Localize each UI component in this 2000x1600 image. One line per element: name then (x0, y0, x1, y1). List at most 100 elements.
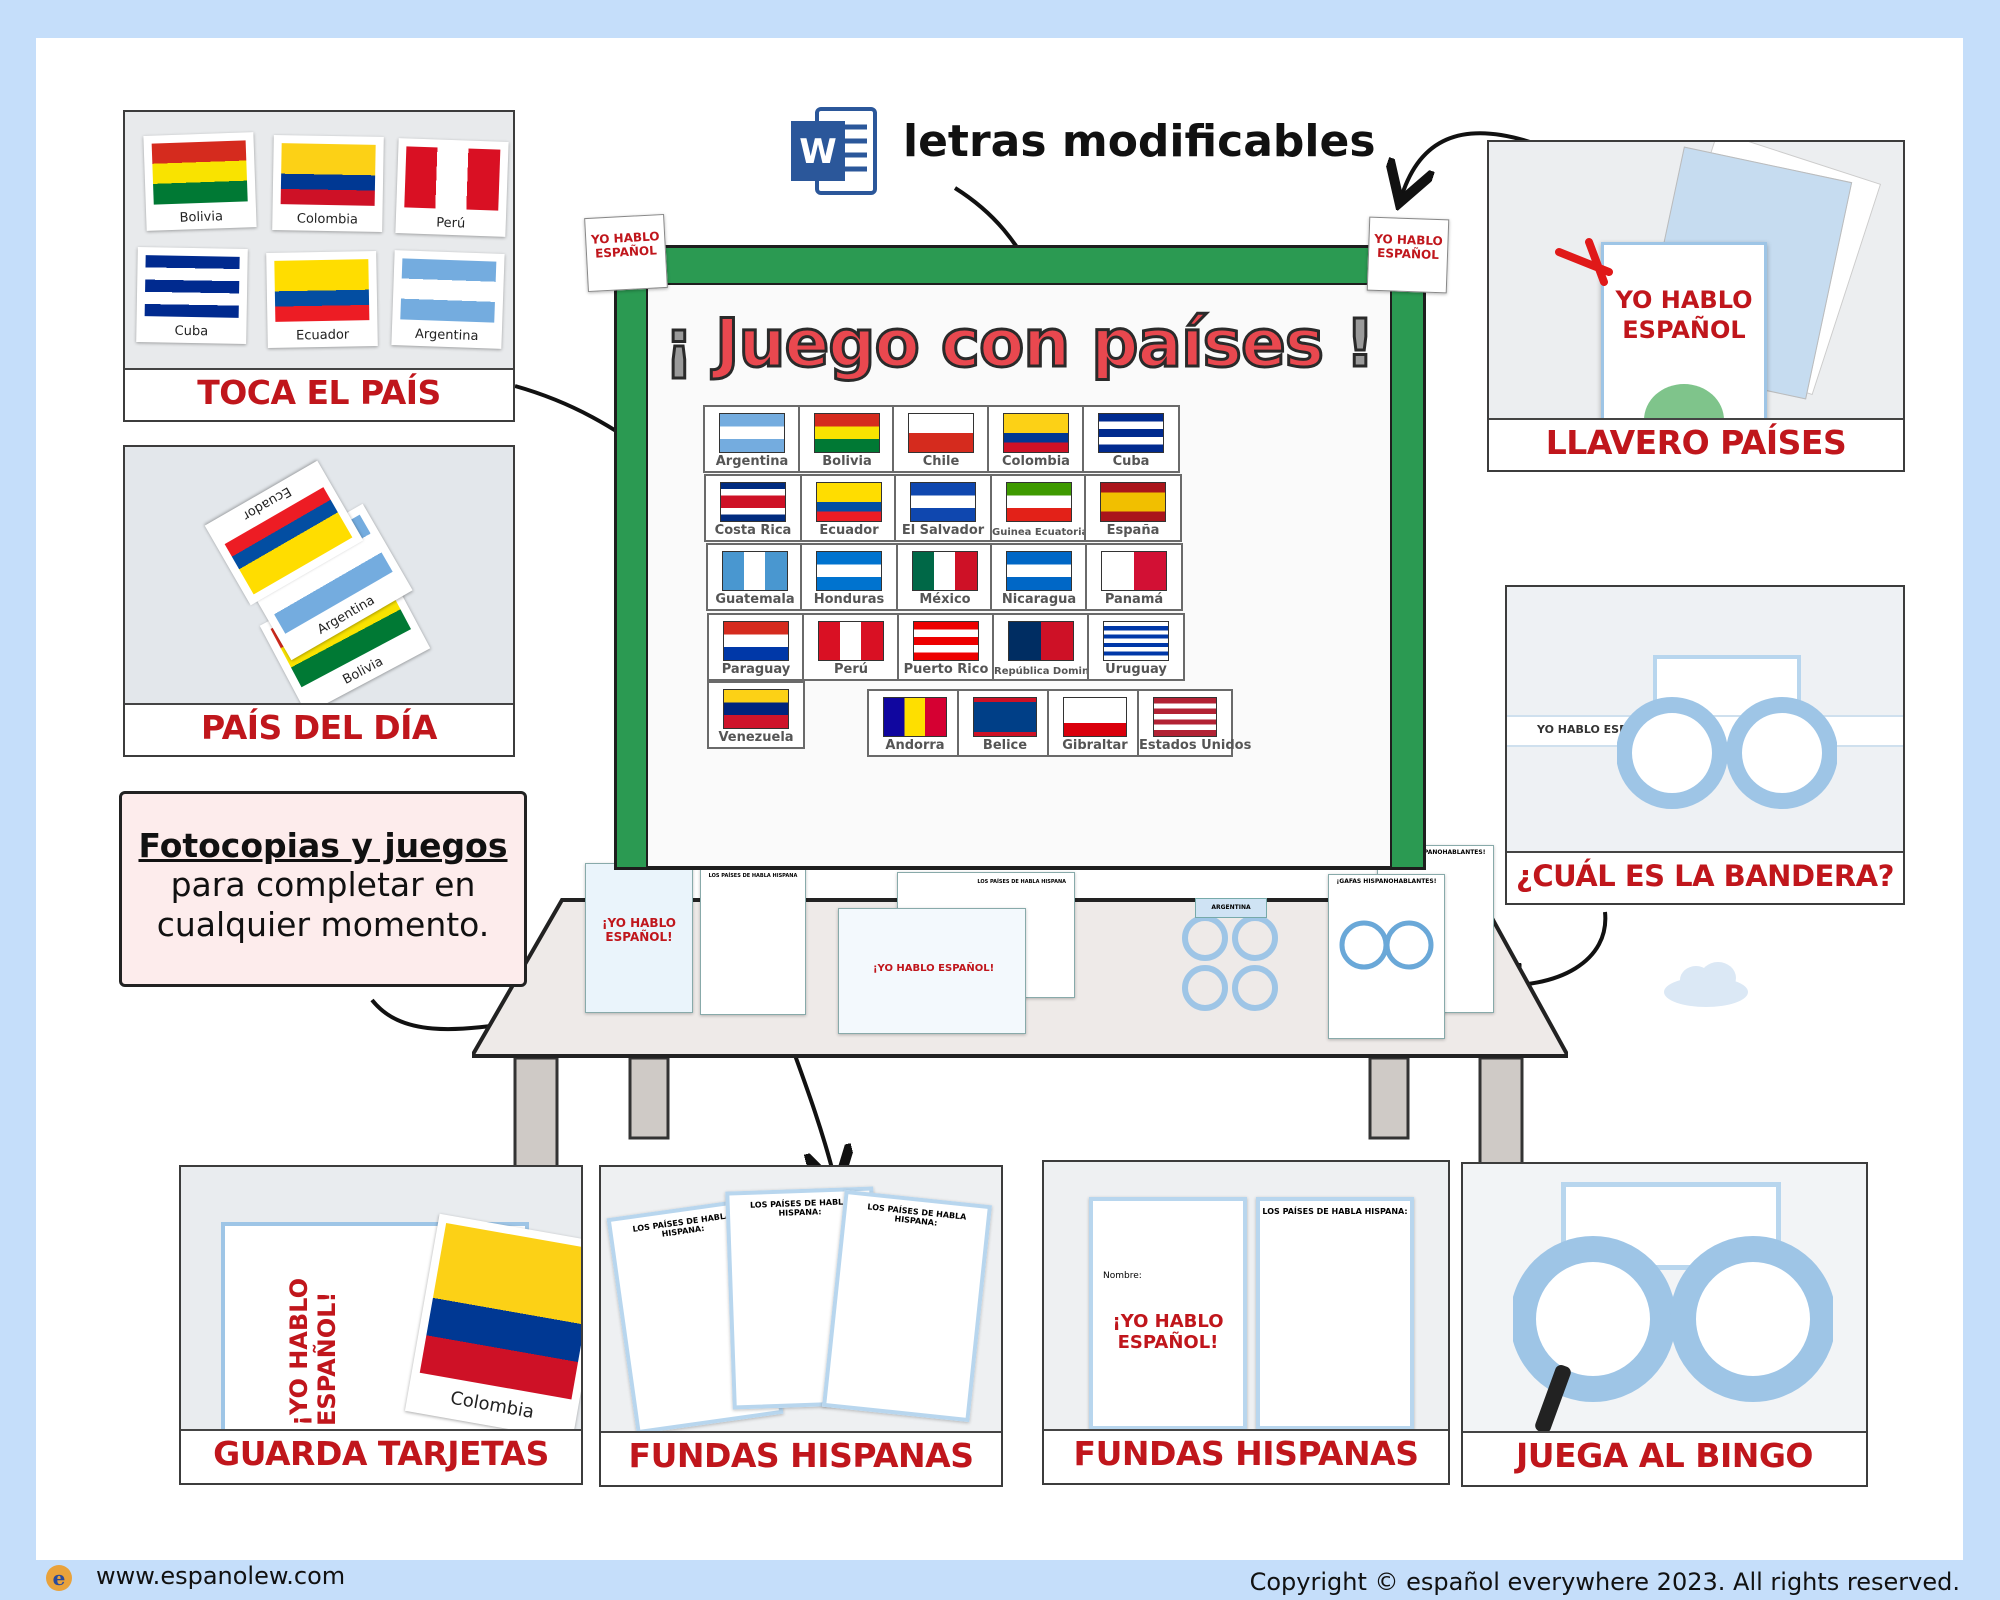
country-cell: Chile (892, 405, 990, 473)
table-sheet-2-text: LOS PAÍSES DE HABLA HISPANA (977, 879, 1066, 885)
logo-letter: e (53, 1566, 66, 1590)
table-sheet-1: LOS PAÍSES DE HABLA HISPANA (700, 868, 806, 1015)
country-cell: El Salvador (894, 474, 992, 542)
toca-flag (144, 255, 240, 318)
ribbon-icon (1555, 238, 1613, 286)
country-name: Venezuela (718, 730, 794, 745)
country-name: Chile (922, 454, 960, 469)
country-cell: Paraguay (707, 613, 805, 681)
board: ¡ Juego con países ! Argentina Bolivia Chi… (646, 283, 1392, 868)
toca-caption: TOCA EL PAÍS (125, 368, 513, 420)
country-cell: Panamá (1085, 543, 1183, 611)
fundas2-sleeve: Nombre: ¡YO HABLO ESPAÑOL! (1089, 1197, 1247, 1430)
country-name: Nicaragua (1001, 592, 1077, 607)
sign-left-text: YO HABLO ESPAÑOL (590, 229, 660, 261)
toca-flag-name: Perú (436, 215, 466, 232)
guarda-photo: ¡YO HABLO ESPAÑOL! Colombia (181, 1167, 581, 1431)
country-name: Belice (982, 738, 1028, 753)
country-name: Costa Rica (714, 523, 792, 538)
country-flag (723, 689, 789, 729)
country-name: Puerto Rico (903, 662, 989, 677)
word-label: letras modificables (903, 116, 1376, 167)
country-flag (722, 551, 788, 591)
sign-right-text: YO HABLO ESPAÑOL (1374, 231, 1444, 263)
fundas2-sheet-text: LOS PAÍSES DE HABLA HISPANA: (1262, 1207, 1408, 1216)
country-cell: Estados Unidos (1137, 689, 1251, 757)
marker-pen-icon (1535, 1365, 1571, 1433)
gafas-back-text: ¡GAFAS HISPANOHABLANTES! (1385, 849, 1486, 856)
country-flag (1103, 621, 1169, 661)
gafas-front-text: ¡GAFAS HISPANOHABLANTES! (1336, 878, 1437, 885)
country-flag (913, 621, 979, 661)
cloud-icon (1664, 962, 1748, 1007)
panel-pais-del-dia: Bolivia Argentina Ecuador PAÍS DEL DÍA (123, 445, 515, 757)
llavero-card: YO HABLO ESPAÑOL (1601, 242, 1767, 420)
country-cell: Guinea Ecuatorial (990, 474, 1092, 542)
country-flag (1098, 413, 1164, 453)
fundas1-caption: FUNDAS HISPANAS (601, 1431, 1001, 1485)
panel-guarda-tarjetas: ¡YO HABLO ESPAÑOL! Colombia GUARDA TARJE… (179, 1165, 583, 1485)
country-name: Ecuador (819, 523, 879, 538)
country-flag (1003, 413, 1069, 453)
table-sheet-1-text: LOS PAÍSES DE HABLA HISPANA (708, 873, 798, 879)
bandera-caption: ¿CUÁL ES LA BANDERA? (1507, 851, 1903, 903)
country-name: Gibraltar (1062, 738, 1128, 753)
espanolew-logo-icon: e (46, 1565, 72, 1591)
toca-title: TOCA EL PAÍS (197, 373, 441, 412)
toca-flag-card: Perú (395, 138, 509, 237)
callout-line-2: para completar en (170, 865, 476, 904)
country-name: Argentina (715, 454, 789, 469)
glasses-rings (1617, 697, 1837, 809)
dia-caption: PAÍS DEL DÍA (125, 703, 513, 755)
country-name: Guatemala (715, 592, 795, 607)
country-cell: Argentina (703, 405, 801, 473)
country-cell: Puerto Rico (897, 613, 995, 681)
country-name: Paraguay (721, 662, 791, 677)
footer-url[interactable]: www.espanolew.com (96, 1562, 346, 1590)
bandera-photo: YO HABLO ESPAÑOL (1507, 587, 1903, 853)
bingo-title: JUEGA AL BINGO (1516, 1436, 1813, 1475)
country-cell: Colombia (987, 405, 1085, 473)
toca-flag (280, 143, 376, 206)
board-title: ¡ Juego con países ! (648, 304, 1390, 384)
country-cell: Uruguay (1087, 613, 1185, 681)
sign-right: YO HABLO ESPAÑOL (1366, 216, 1450, 294)
country-flag (910, 482, 976, 522)
fundas1-title: FUNDAS HISPANAS (628, 1436, 974, 1475)
country-flag (1063, 697, 1127, 737)
toca-flag-name: Argentina (414, 326, 479, 345)
country-name: Guinea Ecuatorial (992, 527, 1092, 538)
guarda-caption: GUARDA TARJETAS (181, 1429, 581, 1483)
dia-photo: Bolivia Argentina Ecuador (125, 447, 513, 705)
country-name: Bolivia (822, 454, 872, 469)
llavero-photo: YO HABLO ESPAÑOL (1489, 142, 1903, 420)
sign-left: YO HABLO ESPAÑOL (584, 213, 668, 293)
toca-flag-card: Bolivia (143, 132, 257, 231)
fundas2-title: FUNDAS HISPANAS (1073, 1434, 1419, 1473)
guarda-title: GUARDA TARJETAS (213, 1434, 549, 1473)
country-flag (908, 413, 974, 453)
country-flag (973, 697, 1037, 737)
country-flag (1153, 697, 1217, 737)
country-cell: Perú (802, 613, 900, 681)
table-sleeve-text: ¡YO HABLO ESPAÑOL! (601, 916, 676, 944)
country-cell: Venezuela (707, 681, 805, 749)
country-cell: Costa Rica (704, 474, 802, 542)
country-cell: España (1084, 474, 1182, 542)
argentina-strip: ARGENTINA (1195, 898, 1267, 918)
country-cell: Guatemala (706, 543, 804, 611)
toca-flag (151, 140, 248, 205)
title-close: ! (1343, 304, 1376, 384)
country-flag (816, 482, 882, 522)
toca-flag-card: Cuba (136, 247, 248, 344)
fundas2-sheet: LOS PAÍSES DE HABLA HISPANA: (1256, 1197, 1414, 1430)
panel-juega-al-bingo: JUEGA AL BINGO (1461, 1162, 1868, 1487)
country-cell: México (896, 543, 994, 611)
country-flag (1006, 551, 1072, 591)
country-flag (814, 413, 880, 453)
country-flag (719, 413, 785, 453)
fundas2-name-label: Nombre: (1103, 1271, 1142, 1281)
bandera-title: ¿CUÁL ES LA BANDERA? (1516, 859, 1894, 893)
country-flag (1006, 482, 1072, 522)
